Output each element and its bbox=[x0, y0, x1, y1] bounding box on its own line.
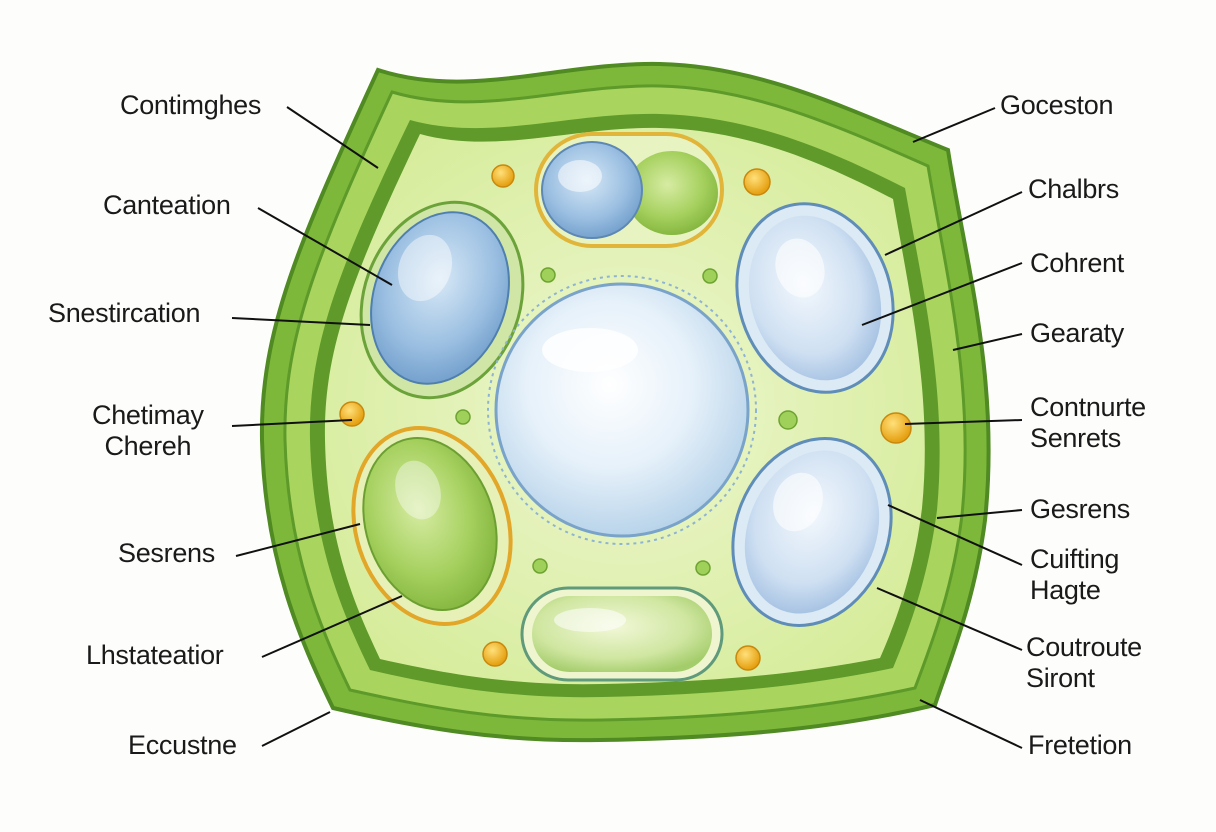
label-contimghes: Contimghes bbox=[120, 90, 262, 120]
right-top-organelle bbox=[735, 202, 895, 394]
right-bottom-organelle bbox=[731, 437, 893, 627]
label-fretetion: Fretetion bbox=[1028, 730, 1132, 760]
label-lhstateatior: Lhstateatior bbox=[86, 640, 224, 670]
central-vacuole bbox=[487, 275, 757, 545]
label-chalbrs: Chalbrs bbox=[1028, 174, 1119, 204]
label-gearaty: Gearaty bbox=[1030, 318, 1124, 348]
left-top-organelle bbox=[359, 200, 525, 400]
label-snestircation: Snestircation bbox=[48, 298, 201, 328]
left-bottom-organelle bbox=[351, 426, 513, 626]
label-goceston: Goceston bbox=[1000, 90, 1114, 120]
label-sesrens-left: Sesrens bbox=[118, 538, 215, 568]
label-cohrent: Cohrent bbox=[1030, 248, 1124, 278]
yellow-granules bbox=[339, 164, 912, 671]
top-organelle bbox=[534, 132, 724, 248]
label-canteation: Canteation bbox=[103, 190, 231, 220]
green-granules bbox=[455, 267, 798, 576]
leader-lines bbox=[231, 106, 1023, 749]
label-eccustne: Eccustne bbox=[128, 730, 237, 760]
bottom-organelle bbox=[520, 586, 724, 682]
label-contnurte-senrets: Contnurte Senrets bbox=[1030, 392, 1146, 453]
label-chetimay-chereh: Chetimay Cherеh bbox=[92, 400, 204, 461]
label-gesrens: Gesrens bbox=[1030, 494, 1130, 524]
label-coutroute-siront: Coutroute Siront bbox=[1026, 632, 1142, 693]
label-cuifting-hagte: Cuifting Hagte bbox=[1030, 544, 1120, 605]
